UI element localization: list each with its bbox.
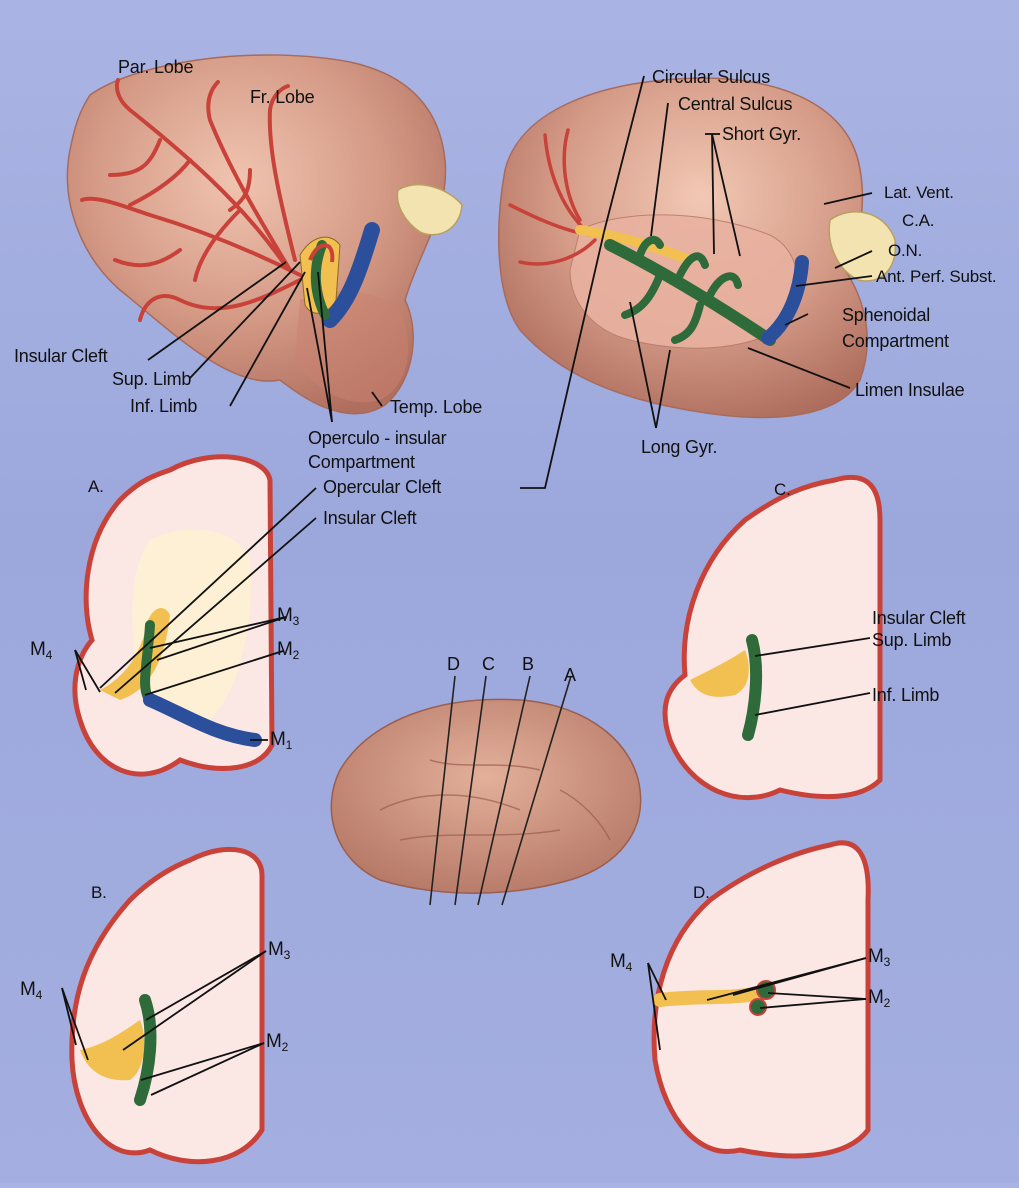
label-d-m2-text: 2 xyxy=(883,996,891,1010)
label-a-m2: M2 xyxy=(277,639,300,663)
label-sphenoidal: Sphenoidal xyxy=(842,305,931,325)
label-limen-insulae: Limen Insulae xyxy=(855,380,965,400)
label-ant-perf-subst: Ant. Perf. Subst. xyxy=(876,267,997,286)
label-opercular-cleft: Opercular Cleft xyxy=(323,477,442,497)
insular-segment-yellow-d xyxy=(653,985,772,1007)
leader-lines xyxy=(61,75,873,1096)
label-operculo-insular: Operculo - insular xyxy=(308,428,447,448)
insular-segment-yellow xyxy=(575,225,695,265)
panel-label-c: C. xyxy=(774,480,791,499)
label-sup-limb-top: Sup. Limb xyxy=(112,369,192,389)
label-insular-cleft-a: Insular Cleft xyxy=(323,508,417,528)
insular-cleft-yellow-b xyxy=(80,1020,145,1081)
label-plane-c: C xyxy=(482,654,495,674)
label-a-m1-text: 1 xyxy=(285,738,293,752)
label-insular-cleft-c: Insular Cleft xyxy=(872,608,966,628)
brain-insula-exposed-view xyxy=(498,77,896,419)
m2-loop-b xyxy=(134,994,157,1106)
label-inf-limb-top: Inf. Limb xyxy=(130,396,198,416)
coronal-section-a xyxy=(72,454,275,777)
artery-loop xyxy=(308,243,335,263)
reference-brain-surface xyxy=(330,698,642,894)
m1-segment-right xyxy=(761,255,809,345)
coronal-section-c xyxy=(662,474,883,801)
label-d-m3-text: 3 xyxy=(883,955,891,969)
label-b-m4: M4 xyxy=(20,979,43,1003)
label-sphenoidal-compartment: Compartment xyxy=(842,331,949,351)
label-fr-lobe: Fr. Lobe xyxy=(250,87,315,107)
m1-segment-a xyxy=(143,693,262,747)
label-insular-cleft-top: Insular Cleft xyxy=(14,346,108,366)
label-a-m1: M1 xyxy=(270,729,293,753)
label-a-m4-text: 4 xyxy=(45,648,53,662)
panel-label-b: B. xyxy=(91,883,107,902)
label-b-m2: M2 xyxy=(266,1031,289,1055)
label-central-sulcus: Central Sulcus xyxy=(678,94,793,114)
label-operculo-compartment: Compartment xyxy=(308,452,415,472)
label-inf-limb-c: Inf. Limb xyxy=(872,685,940,705)
label-long-gyr: Long Gyr. xyxy=(641,437,718,457)
cortical-arteries xyxy=(80,78,302,322)
label-ca: C.A. xyxy=(902,211,935,230)
label-par-lobe: Par. Lobe xyxy=(118,57,194,77)
label-d-m4: M4 xyxy=(610,951,633,975)
label-a-m3-text: 3 xyxy=(292,614,300,628)
label-d-m4-text: 4 xyxy=(625,960,633,974)
label-b-m2-text: 2 xyxy=(281,1040,289,1054)
m2-loop-c xyxy=(742,634,763,741)
m2-segment xyxy=(310,240,330,320)
label-lat-vent: Lat. Vent. xyxy=(884,183,954,202)
panel-label-d: D. xyxy=(693,883,710,902)
label-sup-limb-c: Sup. Limb xyxy=(872,630,952,650)
label-circular-sulcus: Circular Sulcus xyxy=(652,67,771,87)
section-outer-c xyxy=(662,474,883,801)
label-plane-a: A xyxy=(564,665,576,685)
section-outer-b xyxy=(69,846,265,1165)
coronal-section-d xyxy=(651,840,871,1159)
label-a-m4: M4 xyxy=(30,639,53,663)
label-d-m3: M3 xyxy=(868,946,891,970)
m1-segment xyxy=(322,222,380,328)
label-plane-b: B xyxy=(522,654,534,674)
coronal-section-b xyxy=(69,846,265,1165)
section-plane-lines xyxy=(429,675,572,906)
m2-branches-right xyxy=(621,235,742,344)
label-b-m4-text: 4 xyxy=(35,988,43,1002)
panel-label-a: A. xyxy=(88,477,104,496)
label-plane-d: D xyxy=(447,654,460,674)
optic-nerve-stub xyxy=(396,184,463,236)
label-temp-lobe: Temp. Lobe xyxy=(390,397,483,417)
label-a-m3: M3 xyxy=(277,605,300,629)
insular-cleft-yellow-c xyxy=(690,650,749,697)
label-b-m3-text: 3 xyxy=(283,948,291,962)
label-a-m2-text: 2 xyxy=(292,648,300,662)
m2-trunk-right xyxy=(604,239,776,346)
label-on: O.N. xyxy=(888,241,923,260)
brain-lateral-view-left xyxy=(66,54,463,415)
label-d-m2: M2 xyxy=(868,987,891,1011)
reference-brain xyxy=(330,675,642,906)
reference-brain-sulci xyxy=(379,759,611,841)
label-b-m3: M3 xyxy=(268,939,291,963)
label-short-gyr: Short Gyr. xyxy=(722,124,802,144)
